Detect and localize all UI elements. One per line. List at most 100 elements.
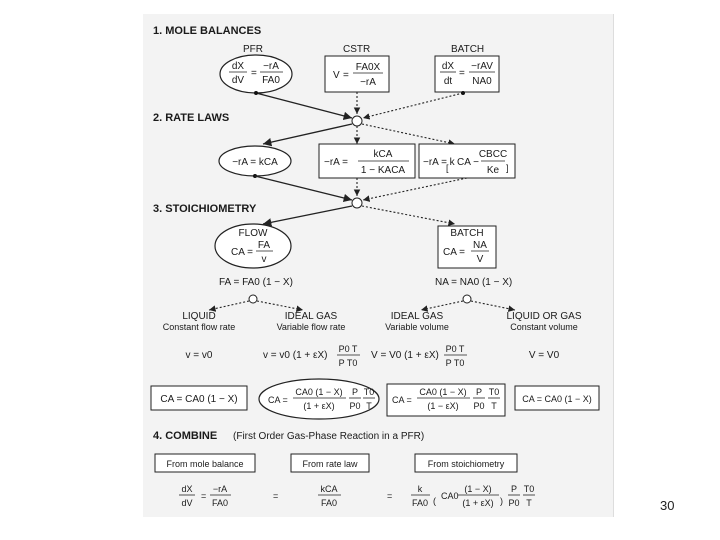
comb-a-den: dV — [181, 498, 192, 508]
langmuir-num: kCA — [374, 149, 393, 160]
comb-eq3: = — [387, 491, 392, 501]
law-liquid: v = v0 — [186, 350, 213, 361]
conc-liquid-eq: CA = CA0 (1 − X) — [160, 394, 237, 405]
batch-dt: dt — [444, 76, 453, 87]
combine-box-label-0: From mole balance — [166, 459, 243, 469]
pfr-ra: −rA — [263, 61, 279, 72]
combine-equation: dX dV = −rA FA0 = kCA FA0 = k FA0 ( CA0 … — [179, 484, 535, 508]
batch-rav: −rAV — [471, 61, 493, 72]
law-const-vol: V = V0 — [529, 350, 560, 361]
stoich-flow: FLOW CA = FA v — [214, 223, 292, 269]
conc-gas-flow: CA = CA0 (1 − X) (1 + εX) P P0 T0 T — [258, 378, 380, 420]
section-stoichiometry: 3. STOICHIOMETRY — [153, 203, 257, 215]
comb-d-tail-num: P — [511, 484, 517, 494]
comb-d-den: FA0 — [412, 498, 428, 508]
arrow-to-first-order — [262, 123, 353, 147]
combine-note: (First Order Gas-Phase Reaction in a PFR… — [233, 431, 424, 442]
comb-d-big-num: (1 − X) — [464, 484, 491, 494]
comb-c-num: kCA — [320, 484, 337, 494]
gas-vol-den: (1 − εX) — [427, 401, 458, 411]
gas-vol-lhs: CA = — [392, 395, 412, 405]
branch-node-batch — [462, 294, 472, 304]
comb-b-num: −rA — [213, 484, 227, 494]
combine-box-rate-law: From rate law — [290, 453, 370, 473]
cstr-eq-sign: = — [343, 70, 349, 81]
algorithm-figure: 1. MOLE BALANCES PFR CSTR BATCH dX dV = … — [143, 14, 614, 517]
comb-d-tail2-num: T0 — [524, 484, 535, 494]
batch-dx: dX — [442, 61, 455, 72]
arrow-to-reversible — [361, 123, 456, 146]
cstr-v: V — [333, 70, 340, 81]
langmuir-lhs: −rA = — [324, 157, 348, 168]
reversible-lhs: −rA = k — [423, 157, 456, 168]
reversible-ca: CA − — [457, 157, 479, 168]
arrow-to-ideal-gas-vol — [420, 300, 464, 312]
rate-first-order-eq: −rA = kCA — [232, 157, 278, 168]
pfr-eq-sign: = — [251, 68, 257, 79]
combine-box-stoichiometry: From stoichiometry — [414, 453, 518, 473]
combine-box-mole-balance: From mole balance — [154, 453, 256, 473]
flow-label: FLOW — [239, 228, 268, 239]
phase-subtitle-1: Variable flow rate — [277, 322, 346, 332]
arrow-to-const-vol — [470, 300, 516, 312]
cstr-mole-balance: V = FA0X −rA — [324, 55, 390, 93]
arrow-reversible-to-stoich — [362, 177, 468, 202]
combine-box-label-2: From stoichiometry — [428, 459, 505, 469]
conc-const-vol-eq: CA = CA0 (1 − X) — [522, 394, 592, 404]
arrow-to-liquid — [208, 300, 250, 312]
law-flow-frac-den: P T0 — [339, 358, 358, 368]
law-vol-frac-den: P T0 — [446, 358, 465, 368]
gas-flow-frac2-den: T — [366, 401, 372, 411]
gas-vol-frac-den: P0 — [473, 401, 484, 411]
phase-title-1: IDEAL GAS — [285, 311, 338, 322]
comb-d-pref: CA0 — [441, 491, 459, 501]
stoich-batch: BATCH CA = NA V — [437, 225, 497, 269]
comb-paren-close: ) — [500, 496, 503, 506]
flow-eq-lhs: CA = — [231, 247, 253, 258]
gas-flow-num: CA0 (1 − X) — [295, 387, 342, 397]
law-ideal-gas-vol: V = V0 (1 + εX) — [371, 350, 439, 361]
algorithm-diagram: 1. MOLE BALANCES PFR CSTR BATCH dX dV = … — [150, 25, 600, 508]
junction-node-2 — [351, 197, 363, 209]
arrow-to-ideal-gas-flow — [256, 300, 304, 312]
section-mole-balances: 1. MOLE BALANCES — [153, 25, 261, 37]
gas-vol-frac-num: P — [476, 387, 482, 397]
comb-c-den: FA0 — [321, 498, 337, 508]
phase-subtitle-2: Variable volume — [385, 322, 449, 332]
page-number: 30 — [660, 498, 675, 513]
flow-molar-eq: FA = FA0 (1 − X) — [219, 277, 293, 288]
gas-flow-den: (1 + εX) — [303, 401, 334, 411]
comb-eq2: = — [273, 491, 278, 501]
batch-eq-lhs: CA = — [443, 247, 465, 258]
comb-d-tail-den: P0 — [508, 498, 519, 508]
bracket-close: ] — [506, 163, 509, 173]
branch-node-flow — [248, 294, 258, 304]
combine-box-label-1: From rate law — [302, 459, 358, 469]
reversible-den: Ke — [487, 165, 500, 176]
batch-eq-num: NA — [473, 240, 487, 251]
conc-liquid: CA = CA0 (1 − X) — [150, 385, 248, 411]
conc-gas-vol: CA = CA0 (1 − X) (1 − εX) P P0 T0 T — [386, 383, 506, 417]
gas-vol-num: CA0 (1 − X) — [419, 387, 466, 397]
phase-subtitle-3: Constant volume — [510, 322, 578, 332]
batch-eq-den: V — [477, 254, 484, 265]
phase-title-2: IDEAL GAS — [391, 311, 444, 322]
pfr-fa0: FA0 — [262, 75, 280, 86]
pfr-dx: dX — [232, 61, 245, 72]
pfr-dv: dV — [232, 75, 245, 86]
langmuir-den: 1 − KACA — [361, 165, 406, 176]
batch-eq-sign: = — [459, 68, 465, 79]
batch-molar-eq: NA = NA0 (1 − X) — [435, 277, 512, 288]
reversible-num: CBCC — [479, 149, 507, 160]
section-rate-laws: 2. RATE LAWS — [153, 112, 229, 124]
phase-title-3: LIQUID OR GAS — [506, 311, 581, 322]
rate-law-langmuir: −rA = kCA 1 − KACA — [318, 143, 416, 179]
rate-law-first-order: −rA = kCA — [218, 145, 292, 177]
reactor-label-batch: BATCH — [451, 44, 484, 55]
gas-vol-frac2-den: T — [491, 401, 497, 411]
arrow-pfr-to-rate — [255, 92, 353, 120]
law-ideal-gas-flow: v = v0 (1 + εX) — [263, 350, 327, 361]
junction-node-1 — [351, 115, 363, 127]
gas-flow-frac-num: P — [352, 387, 358, 397]
bracket-open: [ — [446, 163, 449, 173]
